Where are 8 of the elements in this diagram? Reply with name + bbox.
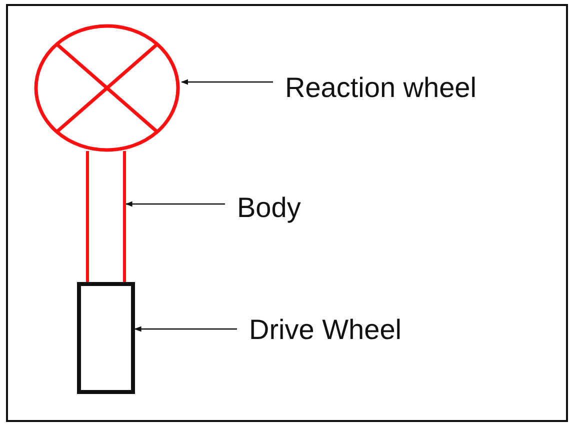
part-label: Reaction wheel [285, 72, 476, 104]
arrow [180, 79, 273, 85]
arrow [125, 201, 225, 207]
body-bar [86, 151, 126, 283]
arrow [134, 326, 237, 332]
part-label: Body [237, 192, 301, 224]
drive-wheel-block [77, 282, 135, 394]
part-label: Drive Wheel [249, 314, 402, 346]
